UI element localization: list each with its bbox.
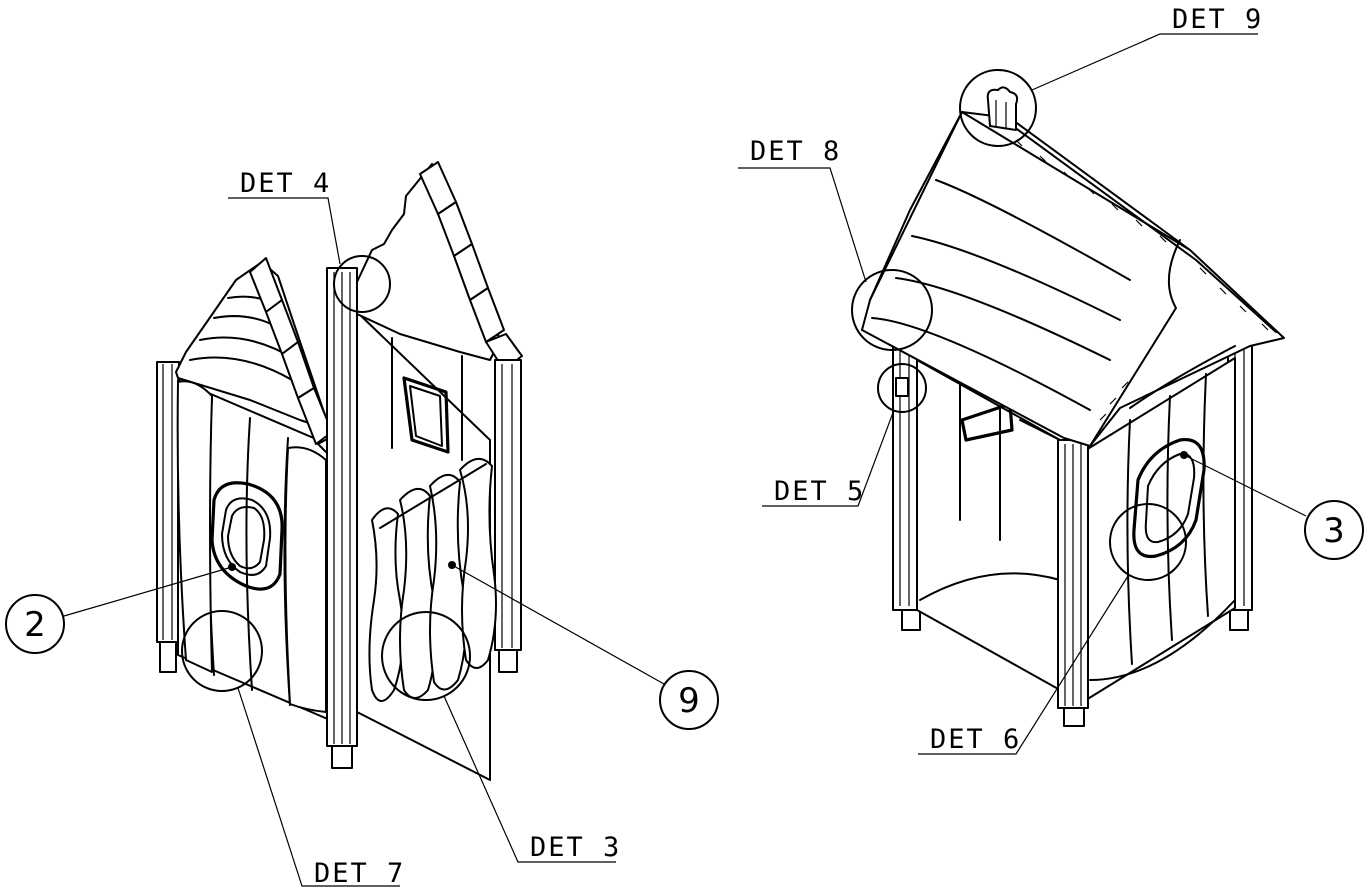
det5-label: DET 5 — [774, 476, 865, 507]
det9-label: DET 9 — [1172, 4, 1263, 35]
det6-circle — [1109, 503, 1187, 581]
det6-leader — [918, 575, 1129, 755]
det7-label: DET 7 — [314, 858, 405, 889]
det3-leader — [443, 695, 616, 863]
item3-leader — [1183, 454, 1307, 517]
front-window-frame — [402, 376, 450, 454]
item3-balloon — [1304, 500, 1364, 560]
det9-circle — [959, 69, 1037, 147]
det5-circle — [877, 363, 927, 413]
item2-balloon — [5, 594, 65, 654]
det8-label: DET 8 — [750, 136, 841, 167]
left-window-frame — [210, 481, 284, 591]
item9-leader — [451, 564, 665, 685]
det7-circle — [181, 610, 263, 692]
left-view-playhouse — [156, 161, 523, 781]
left-gable — [175, 261, 331, 431]
det9-leader — [1031, 33, 1258, 91]
item3-number: 3 — [1323, 511, 1345, 551]
det3-label: DET 3 — [530, 832, 621, 863]
det8-circle — [851, 269, 933, 351]
left-post — [156, 361, 180, 643]
det5-leader — [762, 409, 895, 507]
wavy-slat-panel — [368, 458, 497, 702]
det4-label: DET 4 — [240, 168, 331, 199]
item9-balloon — [659, 670, 719, 730]
item2-leader — [63, 566, 233, 617]
det4-leader — [228, 197, 341, 265]
det3-circle — [381, 611, 471, 701]
det4-circle — [333, 255, 391, 313]
right-window-frame — [1132, 437, 1206, 559]
right-view-playhouse — [861, 86, 1285, 727]
item9-number: 9 — [678, 681, 700, 721]
ridge-post — [986, 86, 1019, 131]
det7-leader — [237, 687, 400, 887]
det8-leader — [738, 167, 867, 283]
det6-label: DET 6 — [930, 724, 1021, 755]
right-post — [494, 359, 522, 651]
item2-number: 2 — [24, 605, 46, 645]
